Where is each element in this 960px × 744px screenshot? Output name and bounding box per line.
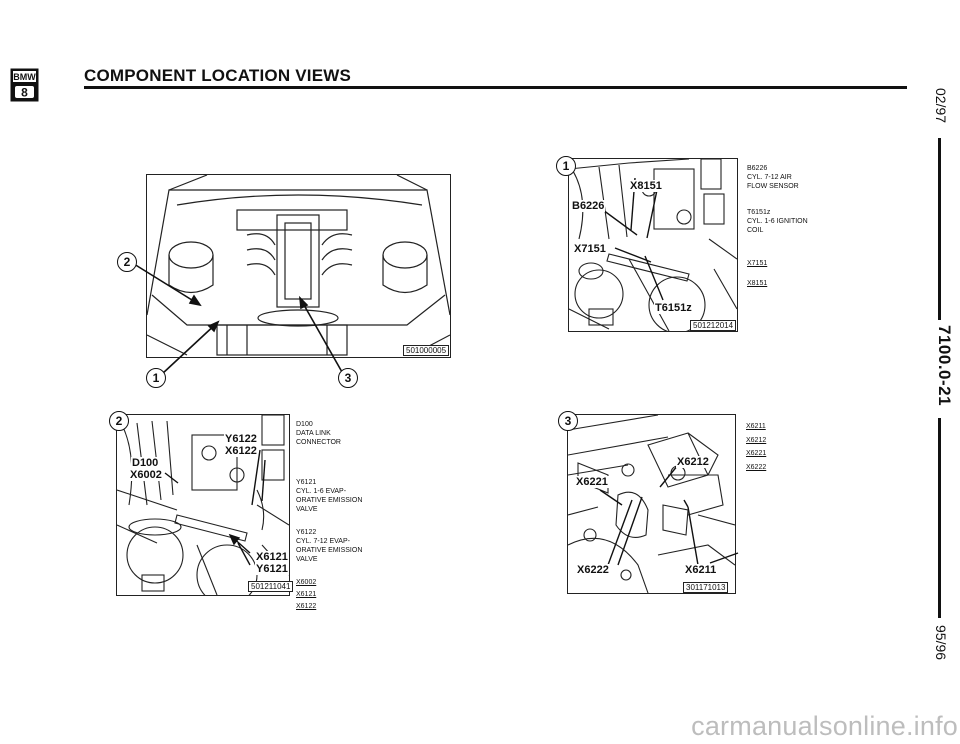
view-2-image-number: 501211041	[248, 581, 294, 592]
ref-x6002: X6002	[296, 579, 317, 586]
view-2-caption-y6121: Y6121 CYL. 1-6 EVAP- ORATIVE EMISSION VA…	[296, 479, 363, 513]
view-3-label-x6211: X6211	[684, 564, 718, 576]
ref-x6122: X6122	[296, 603, 317, 610]
ref-x6221: X6221	[746, 450, 767, 457]
view-1-label-x7151: X7151	[573, 243, 607, 255]
view-3-label-x6221: X6221	[575, 476, 609, 488]
ref-x6212: X6212	[746, 436, 767, 444]
view-2-leader-lines	[164, 449, 266, 566]
header-rule	[84, 86, 907, 89]
document-number: 7100.0-21	[935, 325, 954, 407]
view-2-caption-y6122: Y6122 CYL. 7-12 EVAP- ORATIVE EMISSION V…	[296, 529, 363, 563]
watermark: carmanualsonline.info	[691, 711, 958, 741]
view-3-number: 3	[558, 411, 578, 431]
view-3-leader-lines	[599, 464, 739, 566]
svg-text:8: 8	[21, 86, 28, 100]
ref-x6211: X6211	[746, 423, 766, 430]
date-bottom: 95/96	[933, 625, 949, 661]
engine-overview-illustration	[146, 174, 451, 358]
view-2-label-x6122: X6122	[224, 445, 258, 457]
view-3-label-x6222: X6222	[576, 564, 610, 576]
view-1-number: 1	[556, 156, 576, 176]
ref-x7151: X7151	[747, 260, 768, 267]
overview-callout-2: 2	[117, 252, 137, 272]
overview-leader-lines	[133, 263, 343, 375]
margin-rule-bottom	[938, 418, 941, 618]
view-2-label-y6121: Y6121	[255, 563, 289, 575]
overview-callout-1: 1	[146, 368, 166, 388]
page-title: COMPONENT LOCATION VIEWS	[84, 66, 352, 85]
ref-x6222: X6222	[746, 463, 767, 471]
view-2-ref-list: X6002 X6121 X6122	[296, 577, 316, 613]
view-2-label-y6122: Y6122	[224, 433, 258, 445]
view-1-label-x8151: X8151	[629, 180, 663, 192]
view-2-label-x6121: X6121	[255, 551, 289, 563]
view-1-caption-b6226: B6226 CYL. 7-12 AIR FLOW SENSOR	[747, 165, 799, 190]
view-2-label-d100: D100	[131, 457, 160, 469]
overview-callout-3: 3	[338, 368, 358, 388]
view-3-ref-list: X6211 X6212 X6221 X6222	[746, 420, 766, 474]
view-1-image-number: 501212014	[690, 320, 737, 331]
view-1-ref-list: X7151 X8151	[747, 254, 767, 294]
svg-text:BMW: BMW	[13, 72, 36, 82]
margin-rule-top	[938, 138, 941, 320]
ref-x6121: X6121	[296, 591, 317, 598]
view-3-label-x6212: X6212	[676, 456, 710, 468]
view-2-number: 2	[109, 411, 129, 431]
bmw-logo: BMW 8	[10, 68, 39, 102]
ref-x8151: X8151	[747, 280, 768, 287]
view-1-label-t6151z: T6151z	[654, 302, 693, 314]
view-2-label-x6002: X6002	[129, 469, 163, 481]
view-3-image-number: 301171013	[683, 582, 729, 593]
date-top: 02/97	[933, 88, 949, 124]
view-1-caption-t6151z: T6151z CYL. 1-6 IGNITION COIL	[747, 209, 808, 234]
view-1-label-b6226: B6226	[571, 200, 606, 212]
view-2-caption-d100: D100 DATA LINK CONNECTOR	[296, 421, 341, 446]
view-1-leader-lines	[602, 177, 664, 301]
overview-image-number: 501000005	[403, 345, 450, 356]
